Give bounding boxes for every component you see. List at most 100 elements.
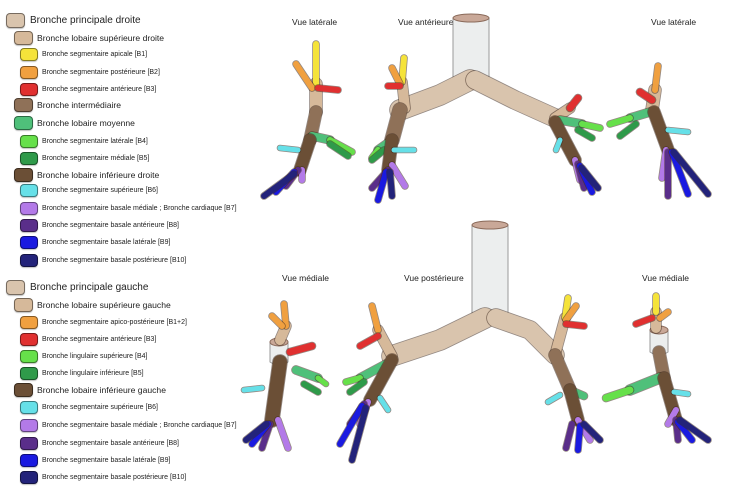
- trachea-posterior: [471, 224, 509, 324]
- legend-item: Bronche lobaire supérieure gauche: [14, 298, 171, 312]
- legend-label: Bronche lobaire supérieure gauche: [37, 300, 171, 310]
- view-label-top-left: Vue latérale: [292, 17, 338, 27]
- legend-swatch: [20, 66, 38, 79]
- b2-medR: [657, 309, 671, 321]
- legend-item: Bronche intermédiaire: [14, 98, 121, 112]
- legend-swatch: [20, 83, 38, 96]
- legend-item: Bronche lingulaire inférieure [B5]: [20, 367, 144, 380]
- b6-medL: [241, 385, 265, 393]
- legend-label: Bronche principale gauche: [30, 282, 149, 293]
- legend-label: Bronche segmentaire supérieure [B6]: [42, 404, 158, 411]
- legend-swatch: [20, 135, 38, 148]
- b3-medR: [633, 315, 655, 327]
- b10-latR: [261, 171, 297, 199]
- b6-post-left: [377, 395, 391, 413]
- b1-ant-right: [399, 55, 407, 85]
- legend-item: Bronche lobaire inférieure droite: [14, 168, 159, 182]
- b4-medL: [315, 375, 329, 387]
- legend-item: Bronche segmentaire postérieure [B2]: [20, 66, 160, 79]
- b2-post-right: [563, 303, 579, 323]
- lower-lobe-latR: [294, 134, 316, 176]
- b6-ant-left: [553, 137, 563, 153]
- legend-label: Bronche principale droite: [30, 15, 141, 26]
- legend-item: Bronche segmentaire basale antérieure [B…: [20, 219, 179, 232]
- b6-post-right: [545, 392, 563, 405]
- legend-swatch: [20, 401, 38, 414]
- b10-post-left: [349, 405, 369, 463]
- b4-latL: [607, 115, 633, 127]
- legend-item: Bronche segmentaire supérieure [B6]: [20, 401, 158, 414]
- b4-ant-left: [579, 121, 603, 131]
- lower-lobe-ant-left: [549, 116, 581, 166]
- b3-medL: [286, 342, 316, 356]
- b9-latL: [669, 149, 691, 197]
- legend-swatch: [20, 48, 38, 61]
- b7-medR: [665, 407, 679, 427]
- legend-swatch: [20, 471, 38, 484]
- b6-latR: [277, 145, 301, 153]
- b5-post-left: [347, 379, 367, 395]
- b3-latL: [636, 88, 656, 104]
- legend-item: Bronche segmentaire basale latérale [B9]: [20, 454, 170, 467]
- legend-label: Bronche lobaire inférieure gauche: [37, 385, 166, 395]
- b9-ant-right: [375, 169, 389, 203]
- view-label-top-right: Vue latérale: [651, 17, 697, 27]
- left-main-bronchus-post: [382, 308, 495, 366]
- legend-item: Bronche segmentaire basale antérieure [B…: [20, 437, 179, 450]
- b10-ant-left: [579, 165, 601, 191]
- b5-ant-left: [575, 127, 595, 141]
- lower-lobe-post-left: [364, 354, 398, 406]
- b10-medR: [677, 417, 711, 443]
- b6-latL: [665, 127, 691, 135]
- b10-latL: [671, 149, 711, 197]
- b10-medL: [243, 421, 269, 443]
- legend-swatch: [14, 31, 33, 45]
- legend-label: Bronche lingulaire supérieure [B4]: [42, 353, 148, 360]
- legend-item: Bronche lingulaire supérieure [B4]: [20, 350, 147, 363]
- legend-label: Bronche segmentaire antérieure [B3]: [42, 336, 157, 343]
- legend-item: Bronche lobaire supérieure droite: [14, 31, 164, 45]
- b9-post-left: [337, 403, 365, 447]
- legend-label: Bronche segmentaire basale médiale ; Bro…: [42, 422, 237, 429]
- b10-post-right: [581, 421, 603, 443]
- lower-lobe-post-right: [564, 384, 584, 426]
- legend-label: Bronche segmentaire basale antérieure [B…: [42, 222, 179, 229]
- legend-item: Bronche segmentaire basale postérieure […: [20, 254, 186, 267]
- b7-medL: [275, 417, 291, 451]
- b3-latR: [315, 85, 341, 93]
- b12b-medL: [269, 313, 285, 329]
- legend-label: Bronche segmentaire basale postérieure […: [42, 474, 187, 481]
- legend-item: Bronche segmentaire latérale [B4]: [20, 135, 148, 148]
- legend-item: Bronche segmentaire apicale [B1]: [20, 48, 147, 61]
- lower-lobe-medL: [265, 355, 287, 427]
- legend-item: Bronche segmentaire basale médiale ; Bro…: [20, 202, 237, 215]
- legend-swatch: [20, 454, 38, 467]
- legend-label: Bronche lobaire inférieure droite: [37, 170, 160, 180]
- b9-medR: [675, 419, 695, 443]
- legend-label: Bronche segmentaire basale postérieure […: [42, 257, 187, 264]
- legend-label: Bronche segmentaire basale antérieure [B…: [42, 440, 179, 447]
- legend-swatch: [14, 298, 33, 312]
- legend-label: Bronche lobaire supérieure droite: [37, 33, 165, 43]
- legend-swatch: [14, 116, 33, 130]
- legend-item: Bronche segmentaire antérieure [B3]: [20, 83, 156, 96]
- legend-label: Bronche segmentaire apico-postérieure [B…: [42, 319, 187, 326]
- legend-swatch: [20, 437, 38, 450]
- legend-swatch: [6, 13, 25, 28]
- b6-medR: [671, 389, 691, 397]
- b4-medR: [602, 386, 634, 402]
- legend-swatch: [20, 419, 38, 432]
- b12-post: [369, 303, 381, 333]
- legend-swatch: [20, 316, 38, 329]
- lower-lobe-latL: [648, 106, 674, 156]
- b10-ant-right: [387, 169, 395, 199]
- b2-ant-right: [389, 65, 403, 87]
- legend-swatch: [20, 152, 38, 165]
- legend-item: Bronche segmentaire basale médiale ; Bro…: [20, 419, 237, 432]
- b4-post-left: [343, 375, 363, 385]
- b1-latL: [652, 63, 661, 93]
- legend-item: Bronche lobaire inférieure gauche: [14, 383, 166, 397]
- legend-swatch: [6, 280, 25, 295]
- legend-item: Bronche lobaire moyenne: [14, 116, 135, 130]
